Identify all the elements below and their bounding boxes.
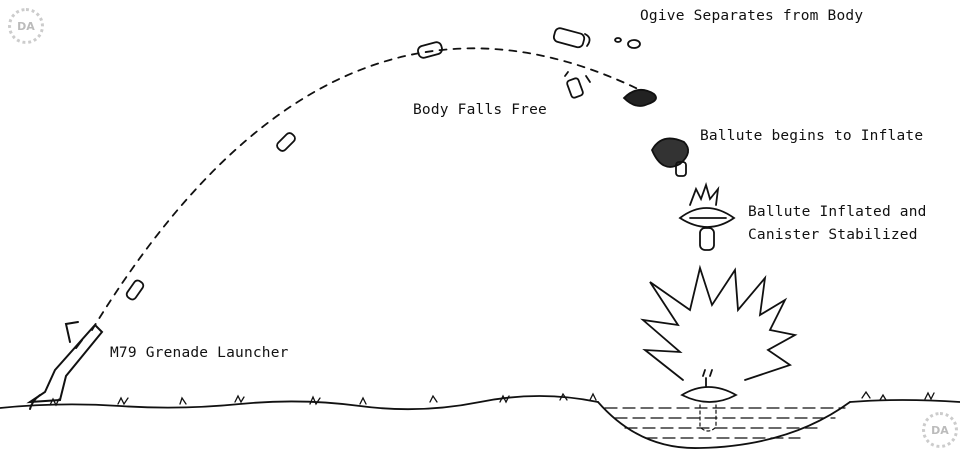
- floating-canister: [680, 369, 738, 403]
- projectile: [417, 41, 443, 59]
- ballute-1: [622, 88, 657, 107]
- trajectory-dashed: [91, 47, 641, 331]
- label-ogive-separates: Ogive Separates from Body: [640, 8, 864, 24]
- falling-body: [564, 71, 591, 99]
- projectile: [552, 27, 591, 49]
- m79-launcher: [26, 321, 104, 410]
- label-ballute-begins: Ballute begins to Inflate: [700, 128, 924, 144]
- watermark-logo: DA: [922, 412, 958, 448]
- ogive: [627, 39, 641, 49]
- projectile: [125, 279, 145, 301]
- burst-small: [689, 182, 720, 206]
- label-m79-launcher: M79 Grenade Launcher: [110, 345, 289, 361]
- projectile: [276, 132, 296, 152]
- watermark-logo: DA: [8, 8, 44, 44]
- pond: [597, 401, 851, 449]
- label-canister-stabilized: Canister Stabilized: [748, 227, 918, 243]
- label-body-falls-free: Body Falls Free: [413, 102, 547, 118]
- ground: [0, 395, 960, 411]
- water-lines: [604, 407, 846, 439]
- explosion: [640, 264, 798, 381]
- label-ballute-inflated: Ballute Inflated and: [748, 204, 927, 220]
- ballute-2: [651, 137, 690, 168]
- ballute-3: [678, 207, 736, 228]
- grass: [49, 390, 935, 407]
- sunk-body: [699, 404, 717, 432]
